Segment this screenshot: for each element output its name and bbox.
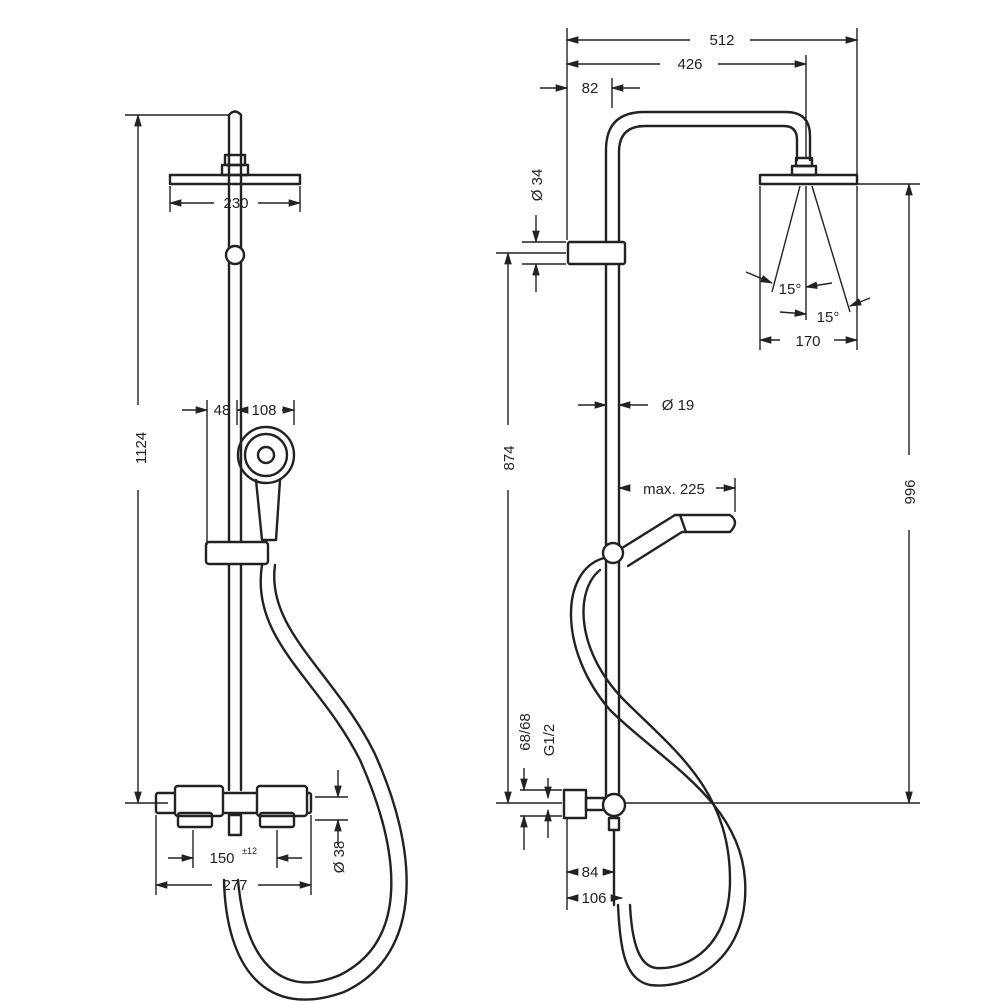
label-150-tolerance: ±12 bbox=[242, 846, 257, 856]
label-82: 82 bbox=[582, 80, 599, 97]
dim-874: 874 bbox=[496, 251, 566, 805]
dim-230: 230 bbox=[168, 186, 302, 212]
dim-106: 106 bbox=[565, 890, 624, 907]
side-rail-and-arm bbox=[604, 110, 812, 807]
front-slider-knob bbox=[224, 244, 246, 266]
dim-150: 150 ±12 bbox=[168, 830, 302, 868]
label-150: 150 bbox=[209, 850, 234, 867]
label-max225: max. 225 bbox=[643, 481, 705, 498]
front-view: 1124 230 48 108 150 ±12 bbox=[125, 110, 408, 1001]
side-mixer-connection bbox=[562, 788, 627, 907]
label-170: 170 bbox=[795, 333, 820, 350]
side-hose bbox=[569, 556, 747, 987]
dim-68-g12: 68/68 G1/2 bbox=[517, 713, 562, 850]
label-d34: Ø 34 bbox=[529, 169, 546, 202]
label-15-right: 15° bbox=[817, 309, 840, 326]
label-230: 230 bbox=[223, 195, 248, 212]
side-hand-shower bbox=[601, 513, 737, 568]
front-hose bbox=[222, 563, 408, 1001]
dim-512: 512 bbox=[565, 28, 859, 240]
label-996: 996 bbox=[902, 479, 919, 504]
label-15-left: 15° bbox=[779, 281, 802, 298]
front-rail bbox=[227, 110, 243, 792]
label-874: 874 bbox=[501, 445, 518, 470]
label-48: 48 bbox=[214, 402, 231, 419]
side-wall-bracket bbox=[566, 240, 627, 266]
side-view: 15° 15° 512 bbox=[496, 28, 920, 987]
front-thermostat-mixer bbox=[154, 784, 313, 837]
side-overhead-shower bbox=[758, 156, 859, 186]
dim-max225: max. 225 bbox=[617, 478, 737, 512]
label-g12: G1/2 bbox=[541, 724, 558, 757]
front-hand-shower bbox=[204, 425, 296, 566]
front-overhead-shower bbox=[168, 153, 302, 186]
dim-170: 170 bbox=[758, 186, 859, 350]
side-spray-angle: 15° 15° bbox=[745, 185, 871, 326]
dim-48-108: 48 108 bbox=[182, 400, 296, 545]
dim-996: 996 bbox=[624, 182, 920, 805]
label-512: 512 bbox=[709, 32, 734, 49]
label-1124: 1124 bbox=[133, 432, 150, 464]
label-106: 106 bbox=[581, 890, 606, 907]
dim-277: 277 bbox=[154, 815, 313, 895]
dim-82: 82 bbox=[540, 78, 640, 108]
label-68-68: 68/68 bbox=[517, 713, 534, 751]
dim-d34: Ø 34 bbox=[522, 169, 566, 292]
dim-1124: 1124 bbox=[125, 113, 228, 805]
dim-426: 426 bbox=[565, 55, 808, 158]
label-426: 426 bbox=[677, 56, 702, 73]
label-d38: Ø 38 bbox=[331, 841, 348, 874]
label-277: 277 bbox=[222, 877, 247, 894]
label-84: 84 bbox=[582, 864, 599, 881]
dim-d38: Ø 38 bbox=[315, 770, 348, 873]
label-108: 108 bbox=[251, 402, 276, 419]
label-d19: Ø 19 bbox=[662, 397, 695, 414]
dim-d19: Ø 19 bbox=[578, 397, 694, 414]
